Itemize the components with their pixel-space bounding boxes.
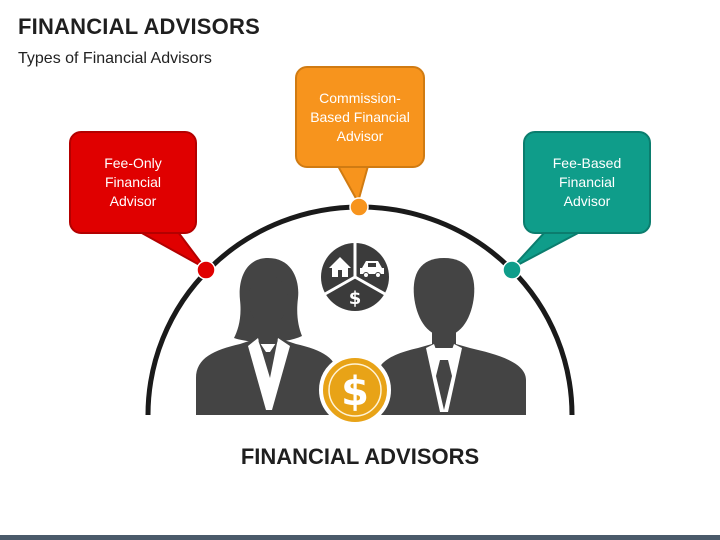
bubble-tail-fee-based bbox=[511, 231, 581, 269]
dollar-icon: $ bbox=[349, 288, 362, 309]
expenses-pie-icon: $ bbox=[321, 243, 389, 311]
bottom-bar bbox=[0, 535, 720, 540]
slide-subtitle: Types of Financial Advisors bbox=[18, 50, 212, 67]
bubble-commission-based: Commission- Based Financial Advisor bbox=[295, 66, 425, 168]
dollar-coin-icon: $ bbox=[319, 354, 391, 426]
svg-text:$: $ bbox=[341, 369, 369, 415]
house-icon bbox=[329, 257, 351, 277]
bubble-label-fee-based: Fee-Based Financial Advisor bbox=[552, 155, 622, 209]
businesswoman-icon bbox=[196, 258, 338, 415]
bubble-label-commission-based: Commission- Based Financial Advisor bbox=[310, 89, 410, 144]
footer-title: FINANCIAL ADVISORS bbox=[240, 444, 480, 469]
car-icon bbox=[360, 261, 384, 278]
slide-title: FINANCIAL ADVISORS bbox=[18, 14, 260, 39]
bubble-fee-only: Fee-Only Financial Advisor bbox=[69, 131, 197, 234]
bubble-tail-commission bbox=[336, 165, 370, 205]
bubble-tail-fee-only bbox=[136, 231, 206, 269]
dot-fee-only bbox=[196, 260, 216, 280]
bubble-label-fee-only: Fee-Only Financial Advisor bbox=[104, 155, 162, 209]
dot-commission bbox=[349, 197, 369, 217]
businessman-icon bbox=[376, 258, 526, 415]
dot-fee-based bbox=[502, 260, 522, 280]
bubble-fee-based: Fee-Based Financial Advisor bbox=[523, 131, 651, 234]
